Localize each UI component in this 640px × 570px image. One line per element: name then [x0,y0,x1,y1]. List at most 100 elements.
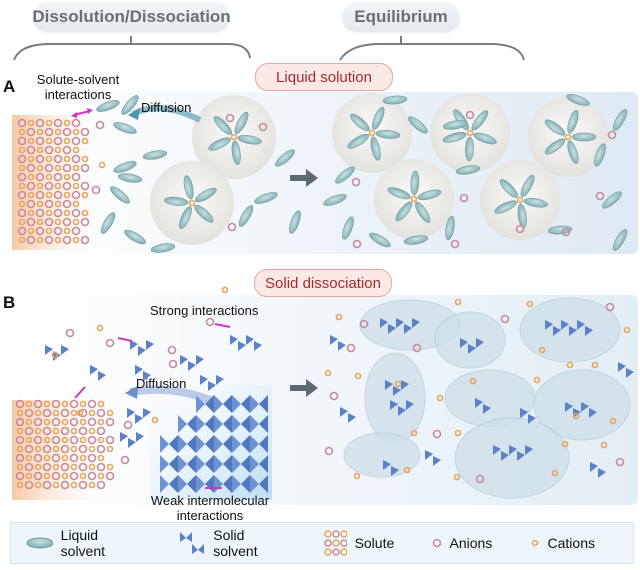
cation [45,173,53,181]
anion [78,444,88,454]
anion [44,235,54,245]
liquid-solvent-molecule [465,136,474,162]
cation [98,161,106,169]
cation [106,463,114,471]
cation [54,128,62,136]
solid-solvent-piece [598,468,606,478]
cation [54,200,62,208]
liquid-solvent-molecule [100,212,116,234]
solid-solvent-piece [136,432,144,442]
crystal-unit [223,415,232,433]
solid-solvent-piece [476,338,484,348]
anion [17,172,27,182]
cation [25,418,33,426]
cation [88,427,96,435]
anion [69,399,79,409]
crystal-unit [214,395,223,413]
solid-solvent-piece [180,355,188,365]
liquid-solvent-molecule [566,94,590,106]
free-ions-a [91,110,617,249]
cation [88,481,96,489]
anion [475,474,485,484]
anion [62,163,72,173]
cation [63,191,71,199]
solid-solvent-piece [45,345,53,355]
cation [45,155,53,163]
anion [120,455,130,465]
solvation-shell [150,161,234,245]
cation [52,409,60,417]
solid-solvent-crystal [160,395,268,493]
cation [88,409,96,417]
liquid-solvent-molecule [150,243,176,253]
anion [44,127,54,137]
liquid-solvent-molecule [371,106,385,130]
anion [17,154,27,164]
solid-solvent-piece [380,318,388,328]
cation [18,164,26,172]
diffusion-label-a: Diffusion [141,100,192,115]
solvation-shells-a [150,93,608,245]
crystal-unit [223,435,232,453]
anion [24,426,34,436]
anion [69,471,79,481]
solvation-domain [364,352,426,444]
crystal-unit [250,395,259,413]
solid-solvent-piece [553,326,561,336]
anion [35,136,45,146]
cation [43,400,51,408]
cation [81,191,89,199]
cation [533,376,541,384]
liquid-solvent-molecule [110,186,130,204]
cation [25,400,33,408]
cation [34,481,42,489]
anion [80,127,90,137]
solid-solvent-piece [406,400,414,410]
cation [61,472,69,480]
anion [15,471,25,481]
cation [79,400,87,408]
liquid-solvent-icon [26,537,53,549]
anion [51,453,61,463]
crystal-unit [160,435,169,453]
process-arrow-b [290,379,318,397]
anion [33,471,43,481]
anion [80,181,90,191]
cation [410,195,418,203]
anion [225,113,235,123]
cation [36,200,44,208]
cation [335,313,343,321]
anion [71,136,81,146]
liquid-solvent-molecule [602,191,622,209]
anion [352,239,362,249]
cation [61,436,69,444]
anion [95,120,105,130]
anion-icon [432,538,442,548]
solid-solvent-piece [589,408,597,418]
anion [24,462,34,472]
liquid-solvent-molecule [499,179,519,198]
cation [70,481,78,489]
liquid-solvent-molecule [387,187,411,200]
cation [623,326,631,334]
anion [329,391,339,401]
anion [71,172,81,182]
anion [87,453,97,463]
cation [54,164,62,172]
solid-solvent-piece [581,402,589,412]
liquid-solvent-molecule [194,204,214,223]
cation [97,418,105,426]
anion [35,226,45,236]
solid-solvent-piece [188,361,196,371]
solid-solvent-piece [590,462,598,472]
anion [71,118,81,128]
crystal-unit [259,435,268,453]
anion [71,208,81,218]
solid-solvent-piece [412,318,420,328]
crystal-unit [259,475,268,493]
cation [516,196,524,204]
crystal-unit [196,435,205,453]
liquid-solvent-molecule [237,135,262,145]
cation [70,427,78,435]
cation [43,436,51,444]
